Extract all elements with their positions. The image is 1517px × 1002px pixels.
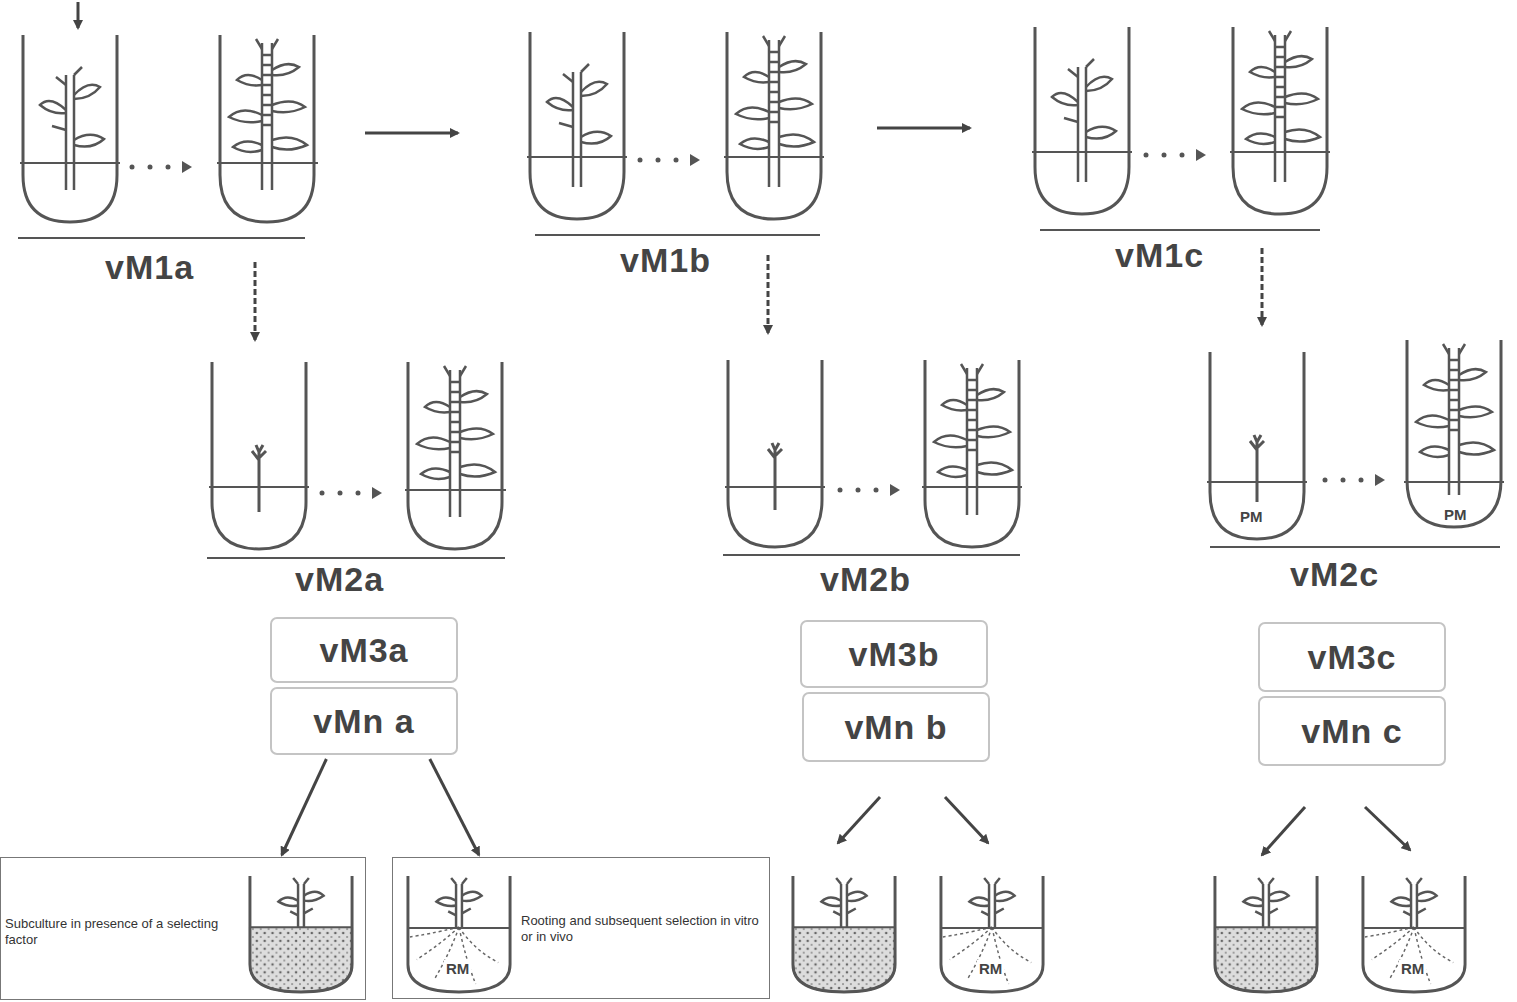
- stage-label: vM1b: [620, 241, 711, 280]
- flow-arrow: [282, 759, 327, 855]
- note-box: Rooting and subsequent selection in vitr…: [392, 857, 770, 999]
- stage-box: vMn a: [270, 687, 458, 755]
- node-text: vMn b: [844, 708, 947, 747]
- node-text: Rooting and subsequent selection in vitr…: [521, 913, 759, 946]
- flow-arrow: [430, 759, 479, 855]
- stage-box: vM3c: [1258, 622, 1446, 692]
- node-text: vM3c: [1307, 638, 1396, 677]
- stage-label: vM2b: [820, 560, 911, 599]
- node-text: vM3a: [319, 631, 408, 670]
- node-text: vM3b: [849, 635, 940, 674]
- medium-label: RM: [444, 960, 471, 977]
- stage-label: vM2a: [295, 560, 384, 599]
- stage-box: vMn c: [1258, 696, 1446, 766]
- medium-label: RM: [1399, 960, 1426, 977]
- node-text: Subculture in presence of a selecting fa…: [5, 916, 237, 949]
- stage-box: vMn b: [802, 692, 990, 762]
- stage-label: vM2c: [1290, 555, 1379, 594]
- stage-label: vM1a: [105, 248, 194, 287]
- stage-box: vM3b: [800, 620, 988, 688]
- note-box: Subculture in presence of a selecting fa…: [0, 857, 366, 1000]
- node-text: vMn a: [313, 702, 414, 741]
- medium-label: RM: [977, 960, 1004, 977]
- medium-label: PM: [1238, 508, 1265, 525]
- node-text: vMn c: [1301, 712, 1402, 751]
- stage-box: vM3a: [270, 617, 458, 683]
- stage-label: vM1c: [1115, 236, 1204, 275]
- medium-label: PM: [1442, 506, 1469, 523]
